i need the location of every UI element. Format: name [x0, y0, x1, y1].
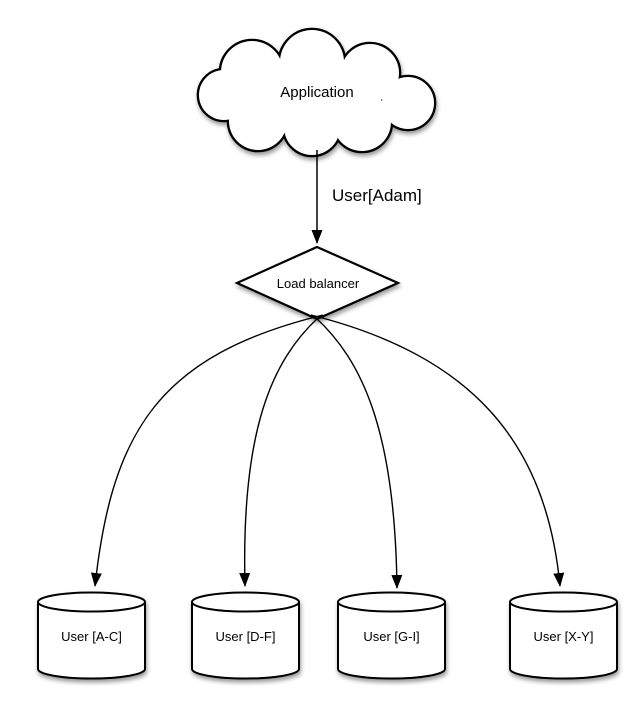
shard-1-label: User [A-C]	[61, 629, 122, 644]
shard-4-label: User [X-Y]	[533, 629, 594, 644]
shard-3-label: User [G-I]	[363, 629, 420, 644]
edge-user-adam-label: User[Adam]	[332, 186, 422, 205]
application-node-label: Application	[280, 84, 354, 101]
cylinder-shard-4	[509, 591, 618, 680]
edge-lb-to-shard-4	[310, 314, 565, 587]
cylinder-shard-2	[191, 591, 300, 680]
cloud-shape	[196, 27, 437, 158]
edge-lb-to-shard-2	[239, 316, 320, 587]
shard-2-label: User [D-F]	[215, 629, 276, 644]
load-balancer-node-label: Load balancer	[276, 276, 360, 291]
cylinder-shard-1	[37, 591, 146, 680]
cylinder-shard-3	[337, 591, 446, 680]
edge-lb-to-shard-3	[314, 316, 403, 589]
edge-lb-to-shard-1	[90, 314, 324, 587]
